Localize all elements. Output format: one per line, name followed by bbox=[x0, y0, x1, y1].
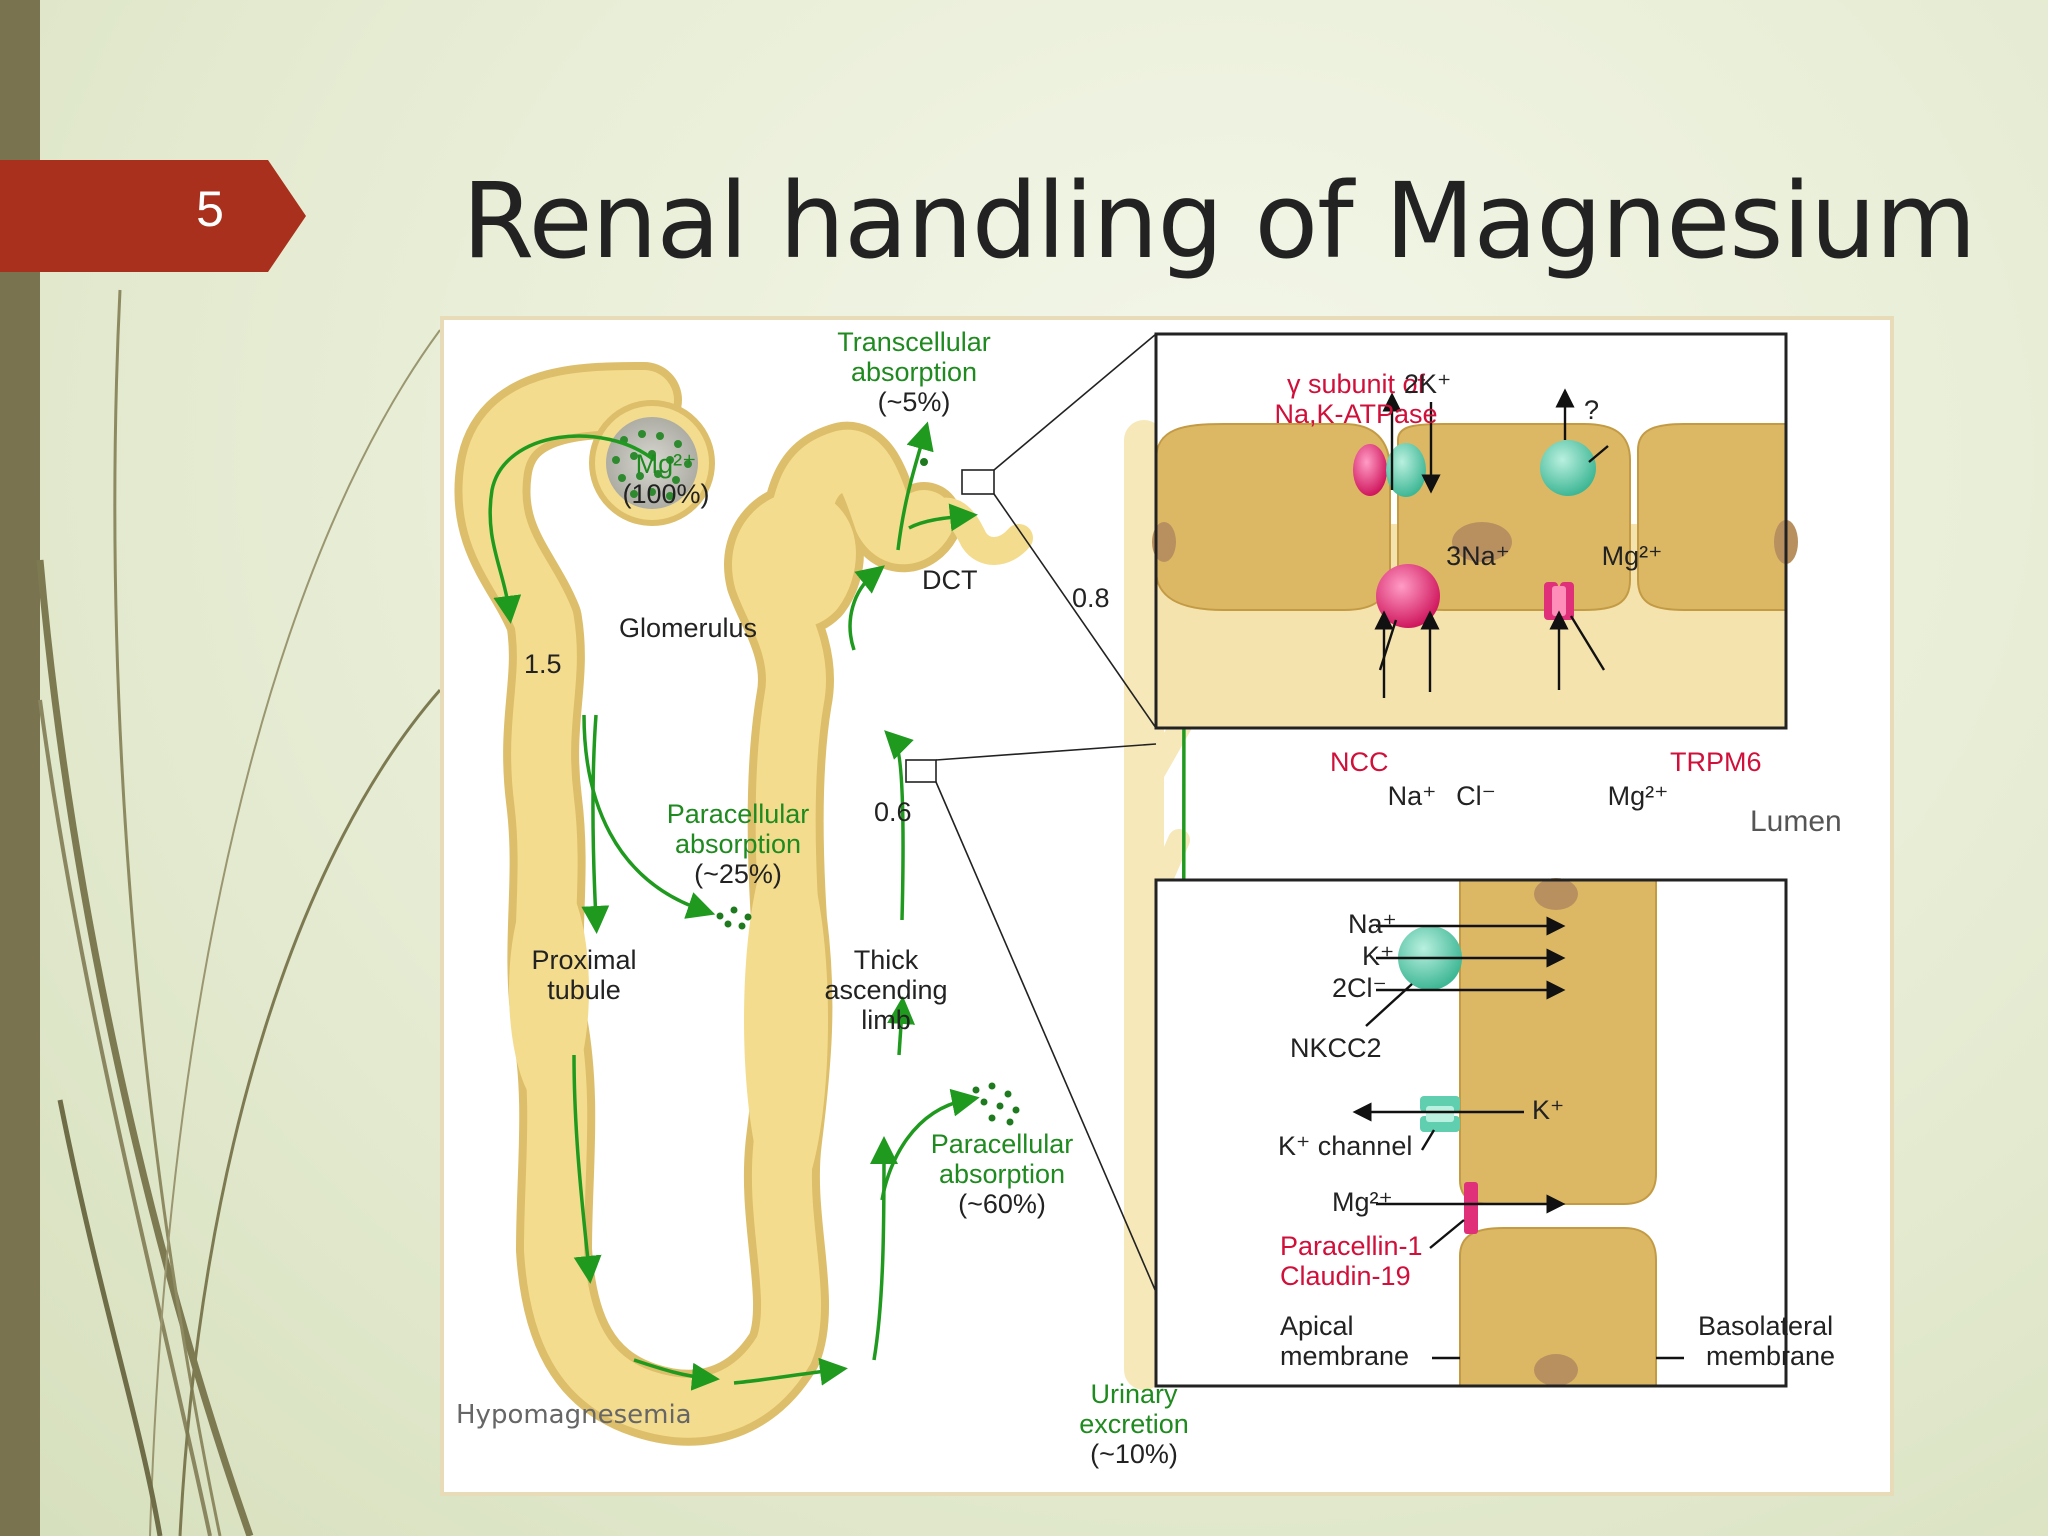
k-channel-marker bbox=[1420, 1096, 1460, 1132]
glomerulus-mg-percent: (100%) bbox=[622, 479, 710, 509]
tal-2cl-label: 2Cl⁻ bbox=[1332, 973, 1387, 1003]
tal-na-label: Na⁺ bbox=[1348, 909, 1397, 939]
urinary-line1: Urinary bbox=[1090, 1379, 1178, 1409]
slide-title: Renal handling of Magnesium bbox=[462, 160, 1976, 282]
claudin-label: Claudin-19 bbox=[1280, 1261, 1411, 1291]
basolateral-label-1: Basolateral bbox=[1698, 1311, 1834, 1341]
para-tal-line1: Paracellular bbox=[930, 1129, 1074, 1159]
nkcc2-label: NKCC2 bbox=[1290, 1033, 1382, 1063]
na-k-atpase-marker bbox=[1386, 443, 1426, 497]
k-channel-label: K⁺ channel bbox=[1278, 1131, 1413, 1161]
tal-label-1: Thick bbox=[853, 945, 919, 975]
tal-label-2: ascending bbox=[824, 975, 948, 1005]
nephron-tubule bbox=[454, 362, 1033, 1446]
proximal-tubule-segment bbox=[509, 870, 589, 1110]
glomerulus bbox=[589, 400, 715, 526]
zoom-connectors bbox=[905, 333, 1157, 1293]
gamma-subunit-label-1: γ subunit of bbox=[1286, 369, 1426, 399]
glomerulus-label: Glomerulus bbox=[618, 613, 758, 643]
dct-marker: 0.8 bbox=[1072, 583, 1110, 613]
trpm6-channel-marker bbox=[1544, 582, 1574, 620]
ncc-label: NCC bbox=[1330, 747, 1389, 777]
transcellular-percent: (~5%) bbox=[877, 387, 951, 417]
pt-start-marker: 1.5 bbox=[524, 649, 562, 679]
paracellin-marker bbox=[1464, 1182, 1478, 1234]
transcellular-line2: absorption bbox=[850, 357, 978, 387]
figure-panel: Mg²⁺ (100%) Glomerulus 1.5 Paracellular … bbox=[440, 316, 1894, 1496]
tal-segment bbox=[744, 830, 828, 1210]
para-pt-line2: absorption bbox=[674, 829, 802, 859]
para-tal-percent: (~60%) bbox=[958, 1189, 1046, 1219]
dct-label: DCT bbox=[922, 565, 978, 595]
dct-inset bbox=[1152, 332, 1798, 730]
urinary-line2: excretion bbox=[1079, 1409, 1189, 1439]
ncc-cl-label: Cl⁻ bbox=[1456, 781, 1496, 811]
tal-mg-label: Mg²⁺ bbox=[1332, 1187, 1393, 1217]
lumen-label: Lumen bbox=[1750, 805, 1842, 838]
mg-bottom-label: Mg²⁺ bbox=[1607, 781, 1669, 811]
gamma-subunit-label-2: Na,K-ATPase bbox=[1274, 399, 1438, 429]
mg-top-label: Mg²⁺ bbox=[1601, 541, 1663, 571]
apical-label-2: membrane bbox=[1280, 1341, 1410, 1371]
tal-k-out-label: K⁺ bbox=[1532, 1095, 1565, 1125]
na3-label: 3Na⁺ bbox=[1446, 541, 1510, 571]
basolateral-label-2: membrane bbox=[1706, 1341, 1836, 1371]
glomerulus-mg-label: Mg²⁺ bbox=[635, 449, 697, 479]
paracellin-label: Paracellin-1 bbox=[1280, 1231, 1423, 1261]
proximal-label-1: Proximal bbox=[531, 945, 637, 975]
tal-inset bbox=[1154, 878, 1788, 1388]
para-pt-line1: Paracellular bbox=[666, 799, 810, 829]
proximal-label-2: tubule bbox=[547, 975, 621, 1005]
trpm6-label: TRPM6 bbox=[1670, 747, 1762, 777]
k2-label: 2K⁺ bbox=[1404, 369, 1452, 399]
unknown-transporter-label: ? bbox=[1584, 395, 1600, 425]
apical-label-1: Apical bbox=[1280, 1311, 1354, 1341]
urinary-percent: (~10%) bbox=[1090, 1439, 1178, 1469]
mg-exit-transporter-marker bbox=[1540, 440, 1596, 496]
watermark-text: Hypomagnesemia bbox=[456, 1400, 692, 1430]
tal-marker: 0.6 bbox=[874, 797, 912, 827]
ncc-na-label: Na⁺ bbox=[1387, 781, 1437, 811]
tal-label-3: limb bbox=[861, 1005, 911, 1035]
tal-k-label: K⁺ bbox=[1362, 941, 1395, 971]
gamma-subunit-marker bbox=[1353, 444, 1387, 496]
slide-number: 5 bbox=[196, 181, 224, 237]
para-pt-percent: (~25%) bbox=[694, 859, 782, 889]
decorative-leaf-lines bbox=[36, 289, 440, 1536]
slide-number-tab bbox=[0, 160, 306, 272]
para-tal-line2: absorption bbox=[938, 1159, 1066, 1189]
nephron-diagram bbox=[454, 332, 1798, 1446]
transcellular-line1: Transcellular bbox=[837, 327, 991, 357]
ncc-transporter-marker bbox=[1376, 564, 1440, 628]
